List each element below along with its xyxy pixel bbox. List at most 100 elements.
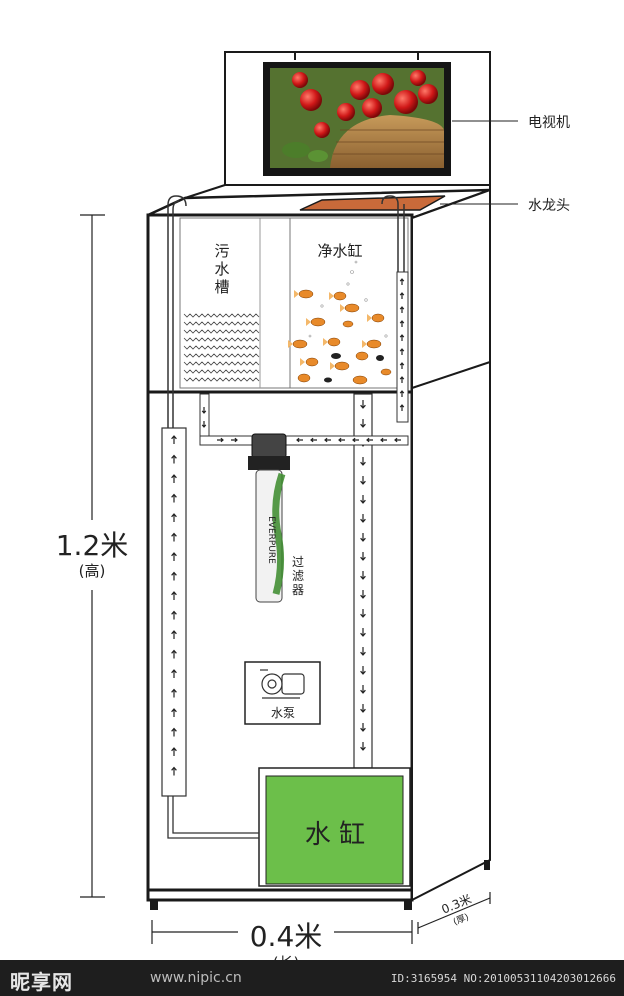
tv-label: 电视机 [528, 115, 570, 131]
depth-unit: (厚) [452, 912, 471, 928]
site-brand: 昵享网 [10, 970, 73, 994]
filter-brand: EVERPURE [266, 516, 276, 564]
flow-arrow-icon [171, 454, 177, 464]
clean-tank-label: 净水缸 [317, 242, 362, 260]
filter-inlet-pipe [199, 393, 409, 446]
filter-label-char: 器 [292, 583, 304, 597]
flow-arrow-icon [360, 495, 366, 504]
flow-arrow-icon [399, 292, 405, 299]
watermark-footer: 昵享网 www.nipic.cn ID:3165954 NO:201005311… [0, 960, 624, 996]
flow-arrow-icon [360, 723, 366, 732]
flow-arrow-icon [171, 513, 177, 522]
flow-arrow-icon [399, 390, 405, 397]
leader-lines [440, 120, 518, 205]
flow-arrow-icon [360, 552, 366, 561]
flow-arrow-icon [399, 278, 405, 285]
flow-arrow-icon [171, 591, 177, 600]
flow-arrow-icon [217, 437, 224, 443]
depth-dimension [417, 892, 491, 934]
right-faucet-pipe [381, 195, 405, 272]
length-dimension [151, 920, 413, 944]
faucet-label: 水龙头 [528, 198, 570, 214]
flow-arrow-icon [399, 320, 405, 327]
flow-arrow-icon [296, 437, 303, 443]
flow-arrow-icon [171, 649, 177, 659]
flow-arrow-icon [399, 362, 405, 369]
flow-arrow-icon [394, 437, 401, 443]
flow-arrow-icon [310, 437, 317, 443]
flow-arrow-icon [171, 532, 177, 542]
flow-arrow-icon [352, 437, 359, 443]
pump-icon [260, 669, 305, 699]
goldfish-group [288, 260, 392, 385]
flow-arrow-icon [231, 437, 238, 443]
flow-arrow-icon [360, 742, 366, 751]
flow-arrow-icon [201, 421, 207, 428]
flow-arrow-icon [201, 407, 207, 414]
flow-arrow-icon [360, 685, 366, 694]
right-supply-tube [353, 393, 373, 769]
flow-arrow-icon [399, 306, 405, 313]
left-faucet-pipe [167, 195, 187, 790]
flow-arrow-icon [399, 404, 405, 411]
dirty-tank-label-char: 槽 [214, 278, 229, 296]
flow-arrow-icon [171, 435, 177, 444]
dirty-tank-label: 污水槽 [214, 242, 229, 296]
flow-arrow-icon [324, 437, 331, 443]
filter-label-char: 过 [292, 555, 304, 569]
flow-arrow-icon [399, 334, 405, 341]
flow-arrow-icon [360, 457, 366, 466]
flow-arrow-icon [171, 630, 177, 639]
flow-arrow-icon [171, 669, 177, 678]
height-value: 1.2米 [56, 529, 129, 562]
water-tank [258, 767, 411, 887]
flow-arrow-icon [360, 400, 366, 409]
flow-arrow-icon [171, 766, 177, 776]
flow-arrow-icon [171, 727, 177, 737]
left-return-tube [161, 427, 187, 797]
flow-arrow-icon [171, 610, 177, 620]
filter-label-char: 滤 [292, 569, 304, 583]
flow-arrow-icon [399, 376, 405, 383]
flow-arrow-icon [360, 419, 366, 428]
flow-arrow-icon [399, 348, 405, 355]
pump-label: 水泵 [271, 706, 295, 720]
flow-arrow-icon [360, 571, 366, 580]
flow-arrow-icon [380, 437, 387, 443]
clean-tank-outlet-tube [396, 271, 409, 423]
tv-screen [263, 62, 451, 176]
flow-arrow-icon [360, 533, 366, 542]
flow-arrow-icon [171, 552, 177, 561]
image-id: ID:3165954 NO:20100531104203012666 [390, 972, 616, 985]
site-url: www.nipic.cn [150, 970, 242, 986]
flow-arrow-icon [360, 476, 366, 485]
height-unit: (高) [79, 562, 106, 580]
dirty-tank-label-char: 污 [214, 242, 229, 260]
flow-arrow-icon [360, 647, 366, 656]
flow-arrow-icon [171, 747, 177, 756]
height-dimension [80, 214, 105, 898]
flow-arrow-icon [360, 704, 366, 713]
flow-arrow-icon [360, 628, 366, 637]
flow-arrow-icon [171, 571, 177, 581]
flow-arrow-icon [171, 688, 177, 698]
flow-arrow-icon [171, 708, 177, 717]
flow-arrow-icon [360, 609, 366, 618]
flow-arrow-icon [171, 474, 177, 483]
pump-box [244, 661, 321, 725]
flow-arrow-icon [366, 437, 373, 443]
flow-arrow-icon [360, 590, 366, 599]
flow-arrow-icon [338, 437, 345, 443]
upper-tank-section [179, 217, 409, 389]
filter-label: 过滤器 [292, 555, 304, 597]
bottom-return-pipe [167, 796, 259, 839]
depth-value: 0.3米 [439, 892, 473, 917]
water-tank-label: 水 缸 [305, 820, 365, 850]
flow-arrow-icon [360, 514, 366, 523]
water-filter: EVERPURE [248, 433, 290, 603]
flow-arrow-icon [360, 666, 366, 675]
dirty-tank-media [183, 313, 260, 382]
flow-arrow-icon [171, 493, 177, 503]
dirty-tank-label-char: 水 [214, 260, 229, 278]
